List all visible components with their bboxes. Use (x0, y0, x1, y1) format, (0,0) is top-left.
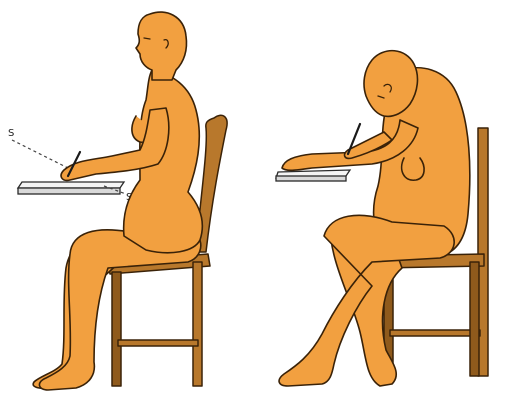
desk-left-edge (18, 188, 120, 194)
desk-left-top (18, 182, 124, 188)
chair-right-crossbar (390, 330, 480, 336)
poor-posture-figure (276, 51, 488, 386)
chair-left-crossbar (118, 340, 198, 346)
desk-right-edge (276, 176, 346, 181)
person-left-head (136, 12, 187, 80)
chair-left-leg-back (193, 262, 202, 386)
good-posture-figure: S S (8, 12, 227, 390)
chair-right-leg-back (470, 262, 479, 376)
person-right-breast (402, 158, 424, 180)
desk-left (18, 182, 124, 194)
desk-right (276, 170, 350, 181)
chair-left-leg-front (112, 272, 121, 386)
sight-label-upper: S (8, 128, 14, 139)
